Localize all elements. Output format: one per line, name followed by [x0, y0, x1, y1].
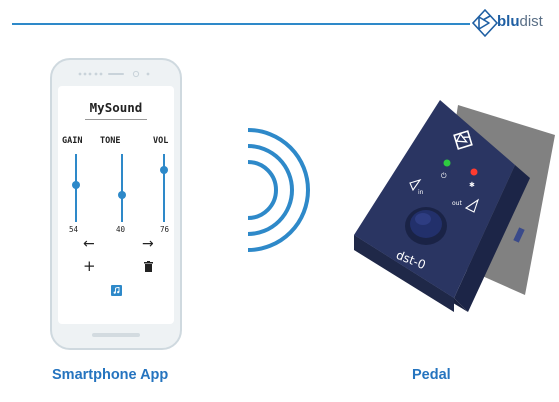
- home-bar-icon: [92, 333, 140, 337]
- phone-screen: MySound GAIN 54 TONE 40 VOL 76 ← → +: [58, 86, 174, 324]
- wireless-signal-icon: [247, 128, 310, 252]
- app-title: MySound: [89, 100, 143, 115]
- vol-label: VOL: [153, 136, 169, 146]
- in-label: in: [418, 189, 424, 196]
- tone-slider-knob[interactable]: [117, 190, 126, 199]
- gain-label: GAIN: [62, 136, 83, 146]
- header-divider: [12, 23, 470, 25]
- gain-slider-knob[interactable]: [71, 181, 80, 190]
- tone-slider-track[interactable]: [121, 154, 123, 222]
- title-underline: [85, 119, 147, 120]
- gain-value: 54: [69, 225, 79, 234]
- power-led: [443, 159, 451, 167]
- vol-slider-knob[interactable]: [159, 166, 168, 175]
- bluetooth-led: [470, 168, 478, 176]
- music-button[interactable]: [111, 285, 122, 296]
- bluetooth-symbol-icon: ✱: [469, 181, 475, 189]
- smartphone: MySound GAIN 54 TONE 40 VOL 76 ← → +: [50, 58, 182, 350]
- brand-name-part1: blu: [497, 13, 520, 30]
- bludist-logo-icon: [471, 8, 499, 38]
- power-symbol-icon: ⏻: [441, 172, 447, 180]
- out-label: out: [452, 200, 462, 207]
- input-jack-icon: [409, 179, 422, 192]
- tone-label: TONE: [100, 136, 121, 146]
- trash-icon[interactable]: [144, 261, 153, 272]
- add-icon[interactable]: +: [83, 257, 96, 275]
- pedal-caption: Pedal: [412, 367, 451, 383]
- output-jack-icon: [464, 198, 480, 213]
- pedal-logo-icon: [453, 130, 473, 150]
- smartphone-app-caption: Smartphone App: [52, 367, 169, 383]
- brand-name-part2: dist: [519, 13, 543, 30]
- pedal-device: ⏻ ✱ in out dst-0: [354, 100, 555, 312]
- brand-name: bludist: [497, 13, 543, 30]
- phone-sensors-icon: [78, 70, 150, 78]
- vol-value: 76: [160, 225, 170, 234]
- arrow-left-icon[interactable]: ←: [83, 236, 95, 252]
- vol-slider-track[interactable]: [163, 154, 165, 222]
- music-note-icon: [113, 287, 120, 294]
- tone-value: 40: [116, 225, 126, 234]
- arrow-right-icon[interactable]: →: [142, 236, 154, 252]
